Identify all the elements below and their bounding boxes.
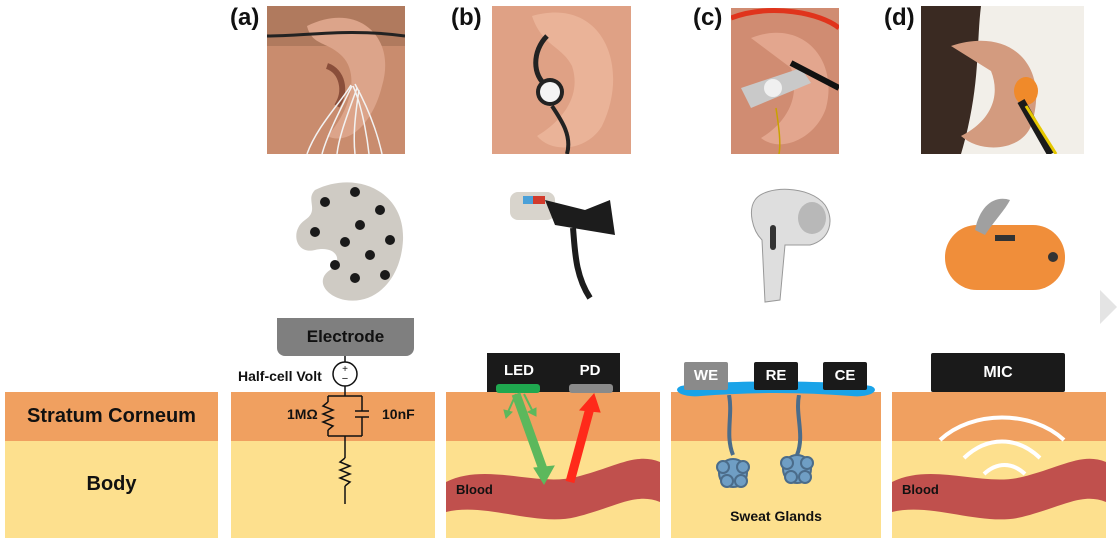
panel-label-a: (a) (230, 4, 259, 32)
ear-photo-c (731, 8, 839, 154)
ear-photo-d (921, 6, 1084, 154)
airpod-device (740, 180, 840, 305)
equivalent-circuit: + − (320, 356, 380, 506)
we-label: WE (684, 367, 728, 384)
capacitor-label: 10nF (382, 406, 415, 422)
sweat-glands-label: Sweat Glands (671, 508, 881, 524)
ppg-light-paths (446, 392, 660, 538)
electrode-label: Electrode (277, 327, 414, 347)
stratum-corneum-label: Stratum Corneum (5, 405, 218, 428)
sweat-glands (671, 395, 881, 505)
panel-label-b: (b) (451, 4, 482, 32)
blood-label-d: Blood (902, 482, 939, 497)
resistor-label: 1MΩ (287, 406, 318, 422)
mic-sound-waves (892, 392, 1106, 538)
half-cell-volt-label: Half-cell Volt (238, 368, 322, 384)
blood-label-b: Blood (456, 482, 493, 497)
ear-photo-a (267, 6, 405, 154)
led-label: LED (493, 362, 545, 379)
mic-label: MIC (931, 364, 1065, 382)
pd-label: PD (567, 362, 613, 379)
ear-electrode-device (285, 170, 420, 310)
ce-label: CE (823, 367, 867, 384)
panel-label-c: (c) (693, 4, 722, 32)
re-label: RE (754, 367, 798, 384)
svg-text:−: − (342, 373, 348, 385)
chevron-right-icon[interactable] (1100, 282, 1117, 332)
panel-label-d: (d) (884, 4, 915, 32)
body-label: Body (5, 473, 218, 496)
ear-photo-b (492, 6, 631, 154)
ppg-earphone-device (505, 180, 625, 300)
orange-earplug-device (935, 195, 1075, 300)
